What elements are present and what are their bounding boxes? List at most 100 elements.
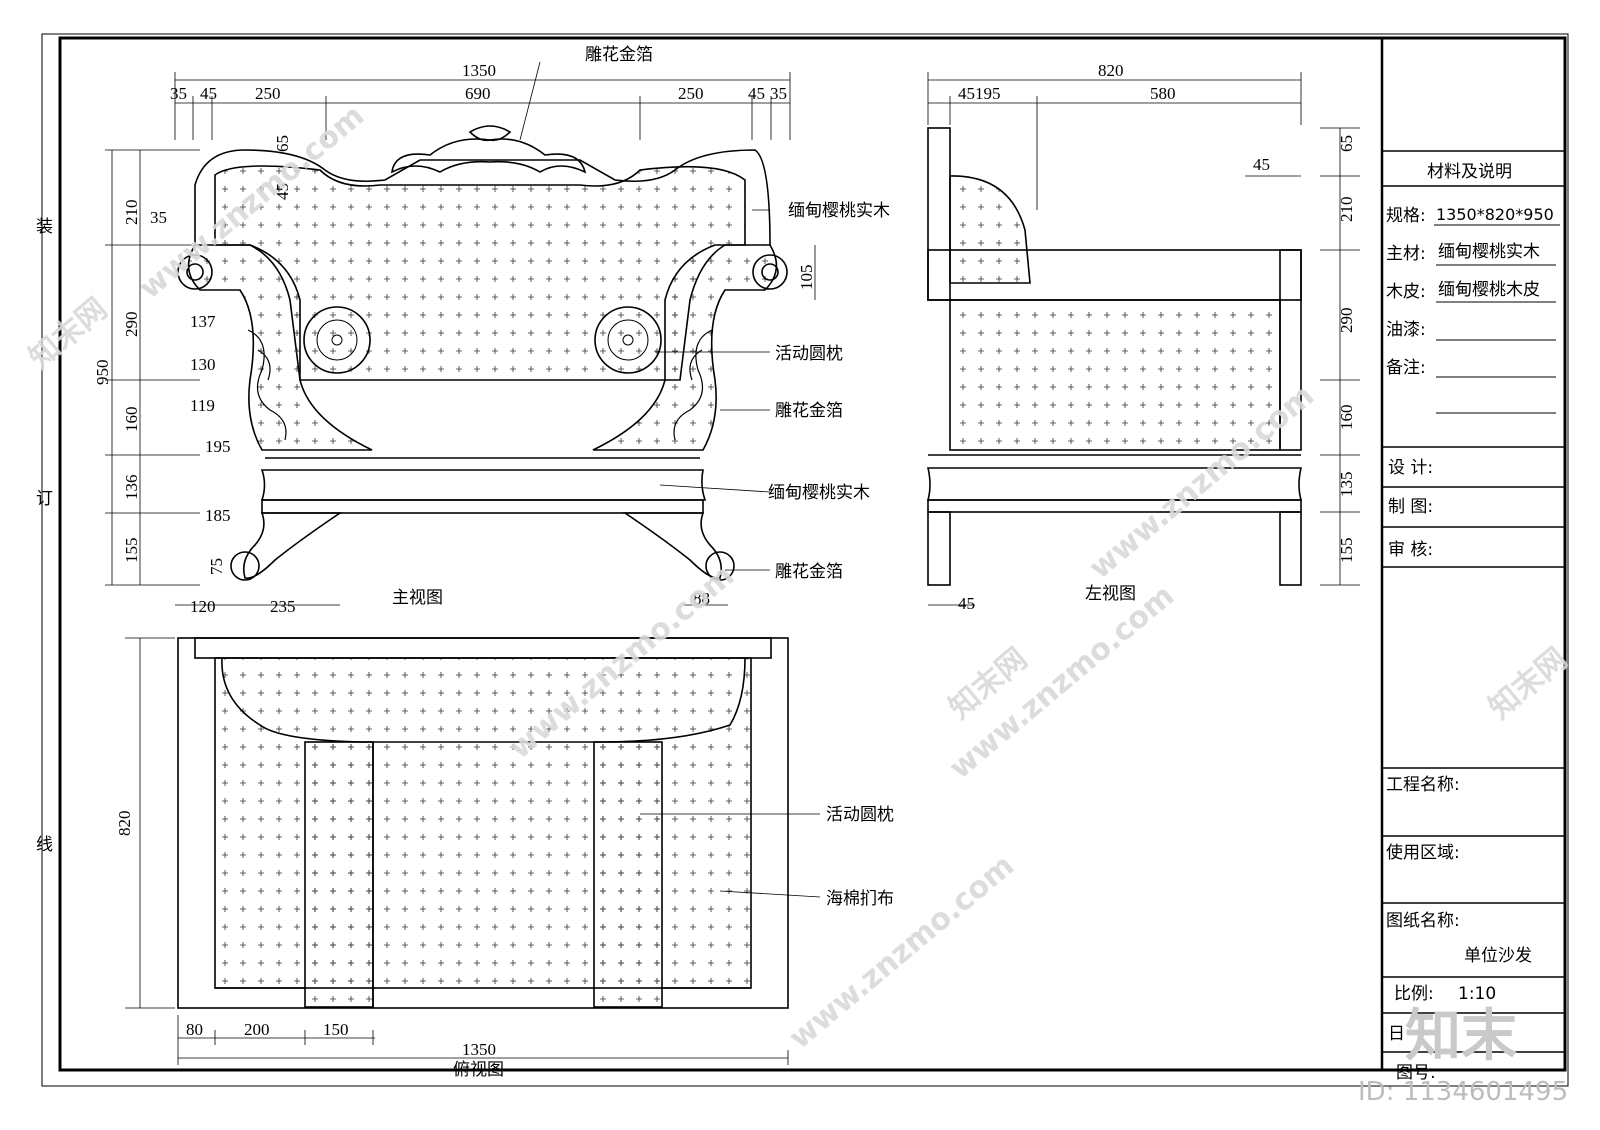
front-dim-top-1: 35 [170,84,187,103]
front-label-crest: 雕花金箔 [585,45,653,65]
front-label-rail-wood: 缅甸樱桃实木 [768,483,870,503]
top-dim-bottom-1: 80 [186,1020,203,1039]
front-dim-inner-1: 65 [273,135,292,152]
side-right-leg [1279,511,1302,586]
side-back-cushion [949,175,1031,284]
side-dim-texts: 820 45195 580 45 65 210 290 160 135 155 … [958,61,1356,613]
top-back-rail [194,637,772,659]
side-view [926,127,1303,586]
side-dim-right-1: 65 [1337,135,1356,152]
tb-draw-label: 制 图: [1388,497,1433,517]
front-dim-top-6: 45 [748,84,765,103]
binding-zhuang: 装 [36,217,53,237]
top-label-sponge: 海棉扪布 [826,889,894,909]
front-seat-rail [260,457,707,501]
front-backrest-frame [194,149,771,246]
front-view [177,125,788,581]
tb-area-label: 使用区域: [1386,842,1460,863]
side-back-post [927,127,951,301]
top-label-pillow: 活动圆枕 [826,805,894,825]
front-right-scroll-inner [761,263,779,281]
top-right-pillow [593,741,663,1008]
front-left-scroll-inner [186,263,204,281]
tb-scale-value: 1:10 [1458,984,1496,1004]
side-dim-top-2: 580 [1150,84,1176,103]
front-label-back-wood: 缅甸樱桃实木 [788,201,890,221]
tb-scale-label: 比例: [1394,984,1434,1004]
side-view-caption: 左视图 [1085,584,1136,604]
front-left-carving [247,329,287,441]
tb-veneer-value: 缅甸樱桃木皮 [1438,280,1540,300]
front-seat-band [261,499,704,514]
tb-date-label: 日 [1388,1024,1405,1044]
side-dim-inner: 45 [1253,155,1270,174]
tb-spec-value: 1350*820*950 [1436,205,1554,224]
front-left-scroll [177,254,213,290]
watermark-logo: 知末 [1405,1004,1517,1069]
watermark-site-5: www.znzmo.com [783,848,1021,1056]
front-dim-inner-2: 45 [273,183,292,200]
front-left-leg [242,512,343,579]
front-dim-inner-8: 185 [205,506,231,525]
front-dim-left-3: 160 [122,407,141,433]
tb-review-label: 审 核: [1388,540,1433,560]
front-dim-inner-5: 130 [190,355,216,374]
inner-frame [58,36,1567,1072]
tb-main-label: 主材: [1386,244,1426,264]
side-dim-right-2: 210 [1337,197,1356,223]
tb-main-value: 缅甸樱桃实木 [1438,242,1540,262]
front-dim-top-5: 250 [678,84,704,103]
side-seat-fabric [949,299,1281,451]
watermark-brand-3: 知末网 [1483,641,1574,726]
front-right-scroll [752,254,788,290]
front-dim-bottom-3: 88 [693,589,710,608]
top-seat-fabric [214,657,752,989]
top-labels: 活动圆枕 海棉扪布 [826,805,894,909]
front-dim-inner-9: 75 [207,558,226,575]
front-dim-bottom-2: 235 [270,597,296,616]
side-seat-band [927,499,1302,513]
tb-spec-label: 规格: [1386,206,1426,226]
front-dim-inner-7: 195 [205,437,231,456]
binding-ding: 订 [36,489,53,509]
front-dim-left-5: 155 [122,538,141,564]
front-dim-texts: 1350 35 45 250 690 250 45 35 210 290 160… [93,61,816,616]
front-dim-top-4: 690 [465,84,491,103]
top-left-pillow [304,741,374,1008]
front-dim-total: 1350 [462,61,496,80]
top-dimensions [125,637,821,1065]
top-view-caption: 俯视图 [453,1060,504,1080]
side-dim-top-1: 45195 [958,84,1001,103]
front-crest-carving [390,138,587,174]
tb-number-label: 图号: [1396,1063,1436,1083]
tb-design-label: 设 计: [1388,458,1433,478]
title-block-texts: 材料及说明 规格: 1350*820*950 主材: 缅甸樱桃实木 木皮: 缅甸… [1386,162,1554,1083]
front-dim-top-7: 35 [770,84,787,103]
front-crest-top [468,125,512,142]
tb-project-label: 工程名称: [1386,775,1460,795]
front-left-arm [187,244,373,451]
side-dimensions [927,72,1360,606]
tb-drawing-name-value: 单位沙发 [1464,946,1532,966]
front-right-rosette [594,306,662,374]
title-block-grid [1380,38,1565,1070]
top-view [177,637,789,1009]
front-dimensions [105,61,816,606]
side-dim-right-4: 160 [1337,405,1356,431]
side-dim-right-5: 135 [1337,472,1356,498]
front-dim-inner-6: 119 [190,396,215,415]
tb-drawing-name-label: 图纸名称: [1386,911,1460,931]
front-right-arm [592,244,778,451]
front-labels: 雕花金箔 缅甸樱桃实木 活动圆枕 雕花金箔 缅甸樱桃实木 雕花金箔 [585,45,890,582]
front-label-leg-gild: 雕花金箔 [775,562,843,582]
top-dim-total: 1350 [462,1040,496,1059]
binding-xian: 线 [36,835,53,855]
side-dim-right-3: 290 [1337,308,1356,334]
front-dim-right: 105 [797,265,816,291]
front-dim-top-2: 45 [200,84,217,103]
front-dim-top-3: 250 [255,84,281,103]
front-right-foot [705,551,735,581]
front-dim-left-1: 210 [122,200,141,226]
top-dim-bottom-3: 150 [323,1020,349,1039]
